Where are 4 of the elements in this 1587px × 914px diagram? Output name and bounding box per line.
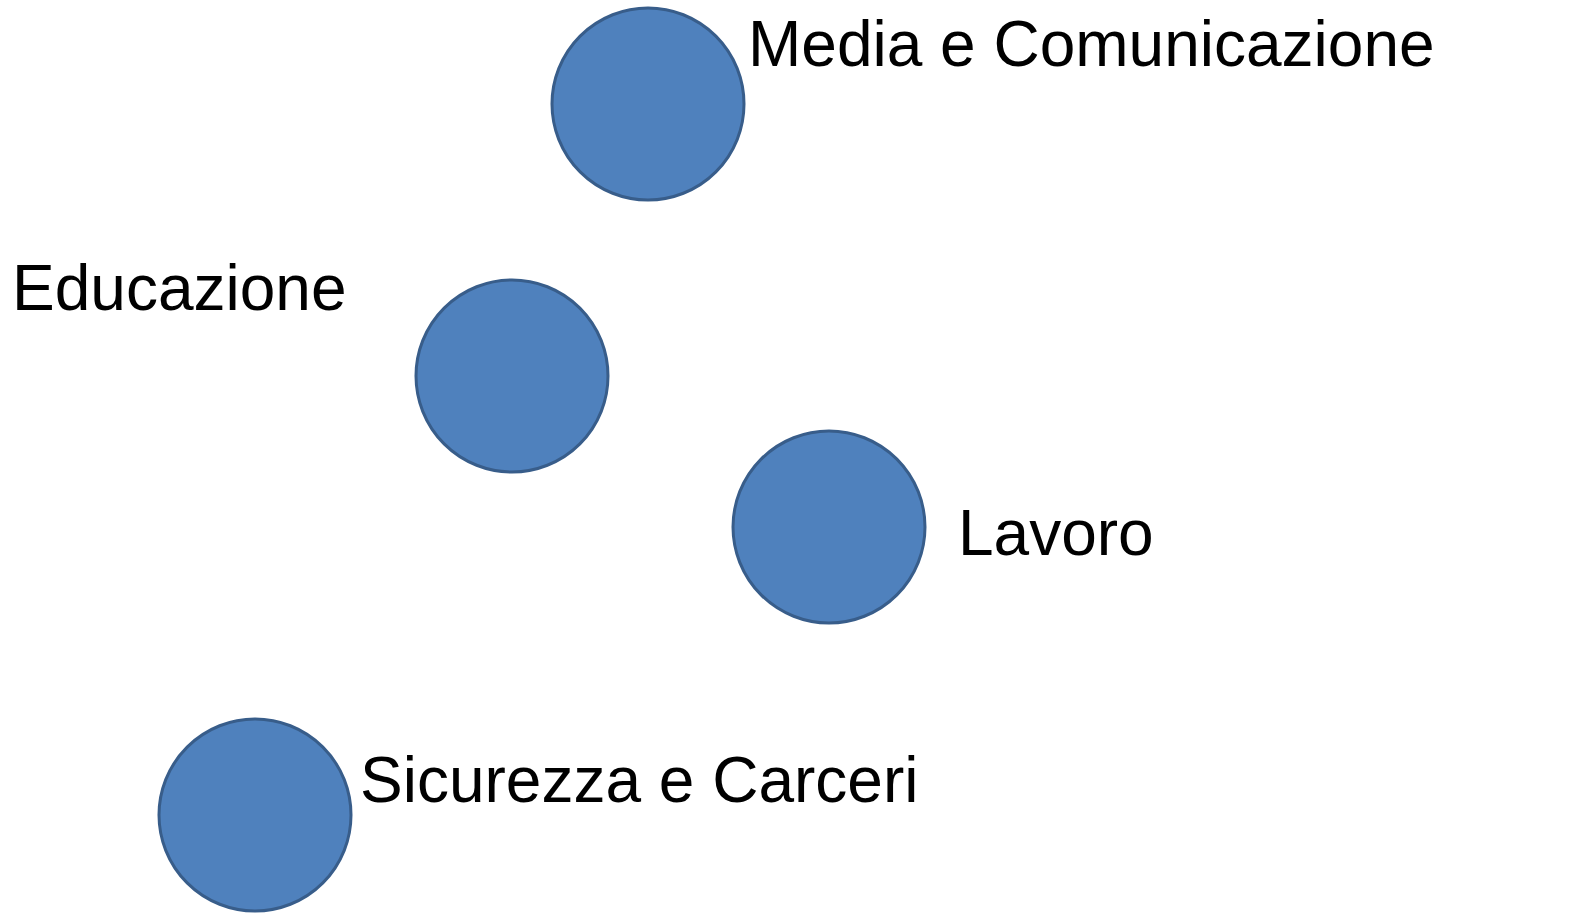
category-label: Media e Comunicazione [748, 7, 1435, 82]
category-label: Sicurezza e Carceri [360, 743, 919, 818]
category-label: Educazione [12, 251, 347, 326]
category-label: Lavoro [958, 496, 1154, 571]
